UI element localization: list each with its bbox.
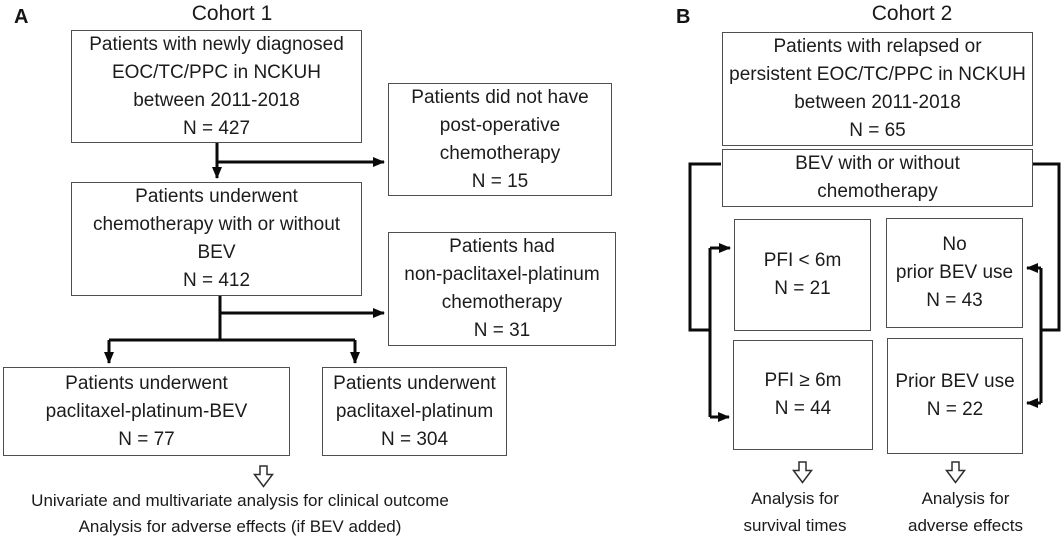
box-pfi-greater-equal-6m: PFI ≥ 6m N = 44 xyxy=(733,340,873,450)
cohort-2-title: Cohort 2 xyxy=(871,2,953,25)
box-paclitaxel-platinum: Patients underwent paclitaxel-platinum N… xyxy=(322,367,507,456)
hollow-down-arrow-icon xyxy=(253,465,274,488)
survival-analysis-note: Analysis for survival times xyxy=(743,489,847,535)
panel-a-label: A xyxy=(14,6,29,28)
wire-b-right-bracket xyxy=(1033,162,1061,332)
cohort-1-analysis-note: Univariate and multivariate analysis for… xyxy=(31,491,449,536)
box-no-postoperative-chemotherapy: Patients did not have post-operative che… xyxy=(388,83,612,196)
box-prior-bev-use: Prior BEV use N = 22 xyxy=(887,338,1023,454)
adverse-effects-analysis-note: Analysis for adverse effects xyxy=(908,489,1023,535)
box-no-prior-bev-use: No prior BEV use N = 43 xyxy=(886,218,1023,328)
box-bev-with-or-without-chemotherapy: BEV with or without chemotherapy xyxy=(722,149,1033,207)
box-paclitaxel-platinum-bev: Patients underwent paclitaxel-platinum-B… xyxy=(3,367,290,456)
box-newly-diagnosed-patients: Patients with newly diagnosed EOC/TC/PPC… xyxy=(71,30,362,143)
wire-b-left-bracket xyxy=(688,162,721,332)
box-chemotherapy-with-or-without-bev: Patients underwent chemotherapy with or … xyxy=(71,182,362,296)
panel-b-label: B xyxy=(676,6,691,28)
box-pfi-less-than-6m: PFI < 6m N = 21 xyxy=(734,219,871,331)
box-relapsed-persistent-patients: Patients with relapsed or persistent EOC… xyxy=(722,32,1033,146)
box-non-paclitaxel-platinum-chemotherapy: Patients had non-paclitaxel-platinum che… xyxy=(388,232,616,346)
hollow-down-arrow-icon xyxy=(945,461,966,484)
cohort-1-title: Cohort 1 xyxy=(191,2,273,25)
hollow-down-arrow-icon xyxy=(792,461,813,484)
